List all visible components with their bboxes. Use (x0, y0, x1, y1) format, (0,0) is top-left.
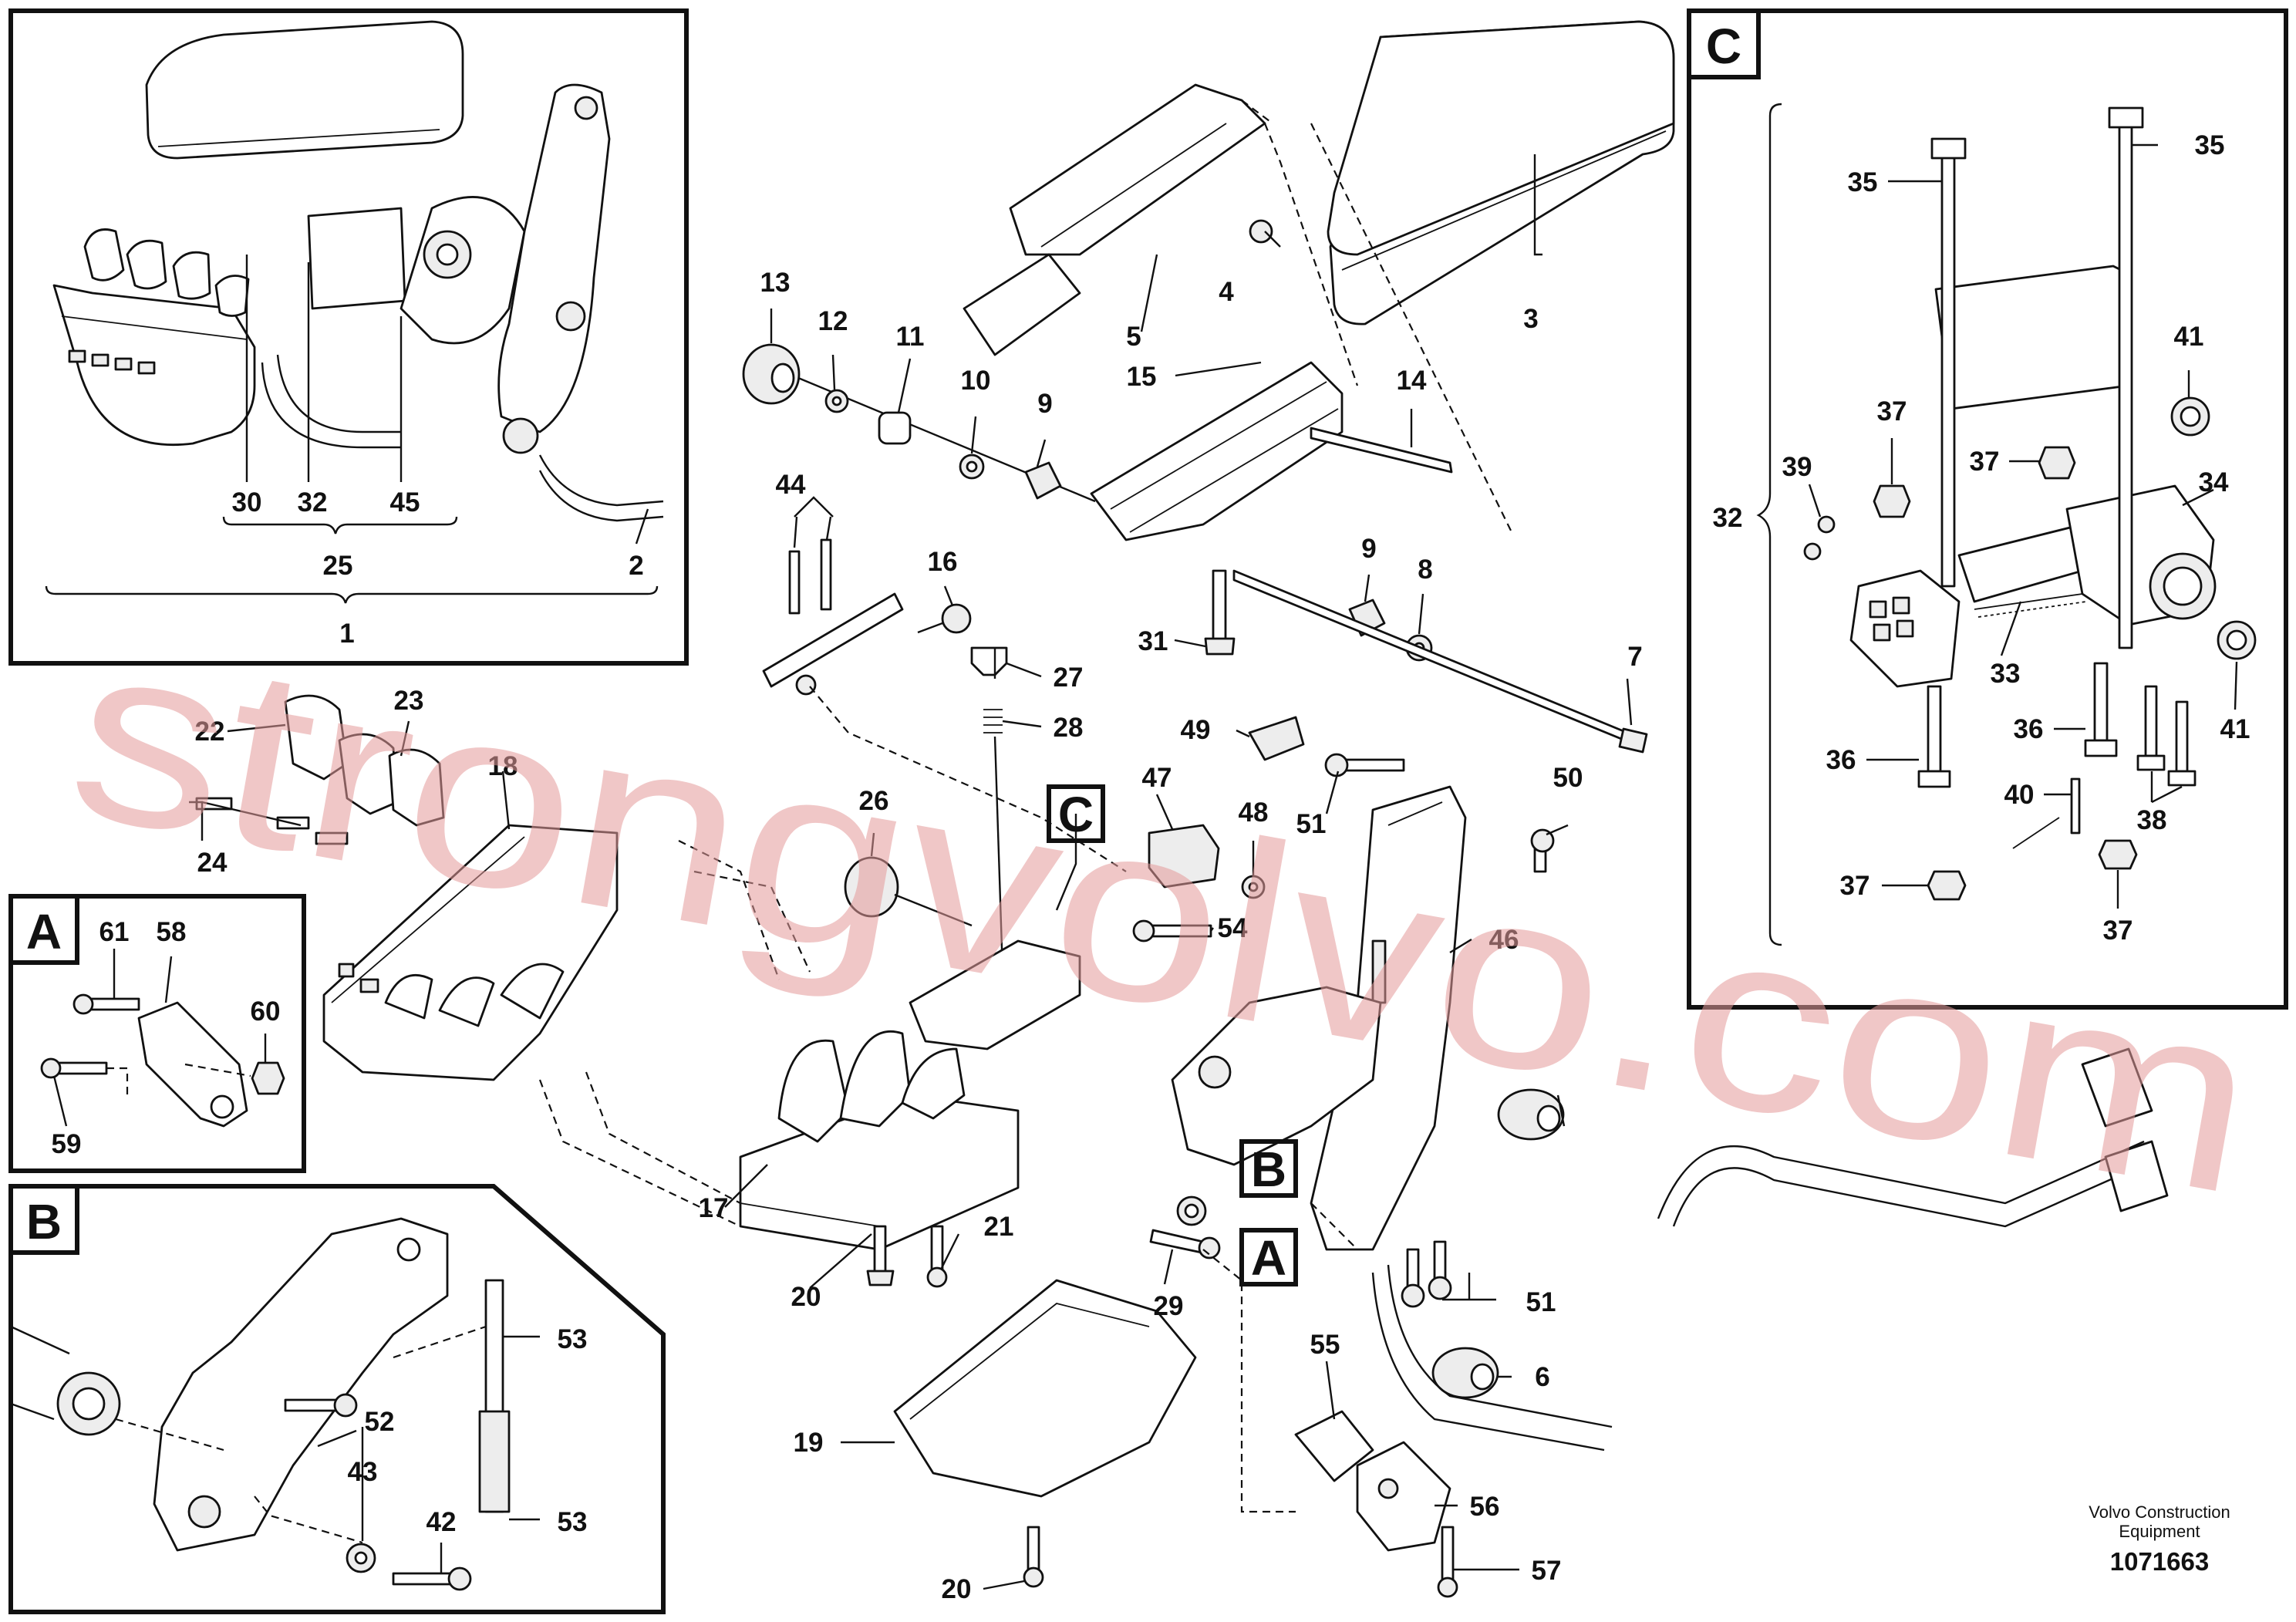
callout-20-lower: 20 (942, 1574, 972, 1604)
callout-c-35-left: 35 (1848, 167, 1878, 197)
callout-51-lower: 51 (1526, 1287, 1556, 1317)
callout-20-upper: 20 (791, 1282, 821, 1312)
callout-b-52: 52 (365, 1407, 395, 1437)
callout-25: 25 (323, 551, 353, 581)
inset-frame-assembly-1 (8, 8, 689, 666)
marker-a-letter: A (1251, 1230, 1286, 1286)
callout-55: 55 (1310, 1330, 1340, 1360)
callout-c-38: 38 (2137, 805, 2167, 835)
callout-51-upper: 51 (1296, 809, 1327, 839)
inset-frame-a: A (8, 894, 306, 1173)
callout-16: 16 (928, 547, 958, 577)
marker-b-letter: B (1251, 1141, 1286, 1197)
marker-a: A (1239, 1228, 1298, 1286)
callout-1: 1 (339, 619, 354, 649)
callout-14: 14 (1397, 366, 1427, 396)
callout-c-41-top: 41 (2174, 322, 2204, 352)
credit-line-2: Equipment (2119, 1522, 2200, 1541)
callout-c-32: 32 (1713, 503, 1743, 533)
inset-c-letter: C (1706, 19, 1741, 74)
callout-4: 4 (1219, 277, 1234, 307)
callout-c-40: 40 (2004, 780, 2035, 810)
callout-b-42: 42 (426, 1507, 457, 1537)
callout-10: 10 (961, 366, 991, 396)
callout-26: 26 (859, 786, 889, 816)
main-exploded-drawing (189, 20, 2169, 1598)
callout-c-35-right: 35 (2195, 130, 2225, 160)
callout-44: 44 (776, 470, 806, 500)
callout-22: 22 (195, 717, 225, 747)
callout-11: 11 (896, 322, 925, 352)
callout-57: 57 (1532, 1556, 1562, 1586)
callout-b-53-bottom: 53 (558, 1507, 588, 1537)
inset-b-drawing (10, 1217, 540, 1591)
armrest-assembly-drawing (45, 20, 664, 604)
credit-line-1: Volvo Construction (2089, 1502, 2230, 1522)
inset-a-letter: A (26, 904, 62, 959)
inset-a-drawing (40, 949, 285, 1128)
inset-frame-c: C (1687, 8, 2288, 1010)
callout-7: 7 (1627, 642, 1642, 672)
callout-a-60: 60 (251, 996, 281, 1027)
callout-13: 13 (760, 268, 791, 298)
callout-47: 47 (1142, 763, 1172, 793)
callout-c-37-upper-left: 37 (1877, 396, 1907, 427)
callout-6-lower: 6 (1535, 1362, 1549, 1392)
callout-c-37-lower-left: 37 (1840, 871, 1870, 901)
callout-c-39: 39 (1782, 452, 1812, 482)
callout-c-33: 33 (1991, 659, 2021, 689)
callout-12: 12 (818, 306, 848, 336)
callout-28: 28 (1054, 713, 1084, 743)
callout-5: 5 (1126, 322, 1141, 352)
callout-15: 15 (1127, 362, 1157, 392)
callout-8: 8 (1418, 555, 1432, 585)
inset-c-drawing (1756, 103, 2257, 946)
drawing-number: 1071663 (2110, 1547, 2209, 1576)
callout-19: 19 (794, 1428, 824, 1458)
callout-a-59: 59 (52, 1129, 82, 1159)
marker-b: B (1239, 1139, 1298, 1198)
callout-c-37-upper-mid: 37 (1970, 447, 2000, 477)
callout-a-58: 58 (157, 917, 187, 947)
callout-18: 18 (488, 751, 518, 781)
marker-c-letter: C (1058, 787, 1094, 842)
callout-c-36-left: 36 (1826, 745, 1856, 775)
callout-21: 21 (984, 1212, 1014, 1242)
callout-c-41-bottom: 41 (2220, 714, 2250, 744)
callout-c-36-mid: 36 (2014, 714, 2044, 744)
callout-27: 27 (1054, 663, 1084, 693)
callout-9-lower: 9 (1361, 534, 1376, 564)
callout-24: 24 (197, 848, 228, 878)
callout-31: 31 (1138, 626, 1168, 656)
callout-17: 17 (699, 1193, 729, 1223)
inset-frame-b: B (8, 1184, 666, 1614)
callout-b-53-top: 53 (558, 1324, 588, 1354)
callout-45: 45 (390, 487, 420, 518)
inset-b-letter: B (26, 1194, 62, 1249)
callout-b-43: 43 (348, 1457, 378, 1487)
callout-49: 49 (1181, 715, 1211, 745)
callout-32: 32 (298, 487, 328, 518)
callout-a-61: 61 (99, 917, 130, 947)
callout-3: 3 (1523, 304, 1538, 334)
callout-30: 30 (232, 487, 262, 518)
callout-50: 50 (1553, 763, 1583, 793)
callout-c-34: 34 (2199, 467, 2229, 497)
callout-54: 54 (1218, 913, 1248, 943)
callout-48: 48 (1239, 798, 1269, 828)
callout-46: 46 (1489, 925, 1519, 955)
callout-23: 23 (394, 686, 424, 716)
callout-9-upper: 9 (1037, 389, 1052, 419)
marker-c: C (1047, 784, 1105, 843)
callout-2: 2 (629, 551, 643, 581)
callout-c-37-lower-right: 37 (2103, 916, 2133, 946)
callout-29: 29 (1154, 1291, 1184, 1321)
callout-56: 56 (1470, 1492, 1500, 1522)
watermark: strongvolvo.com (53, 584, 2275, 1249)
